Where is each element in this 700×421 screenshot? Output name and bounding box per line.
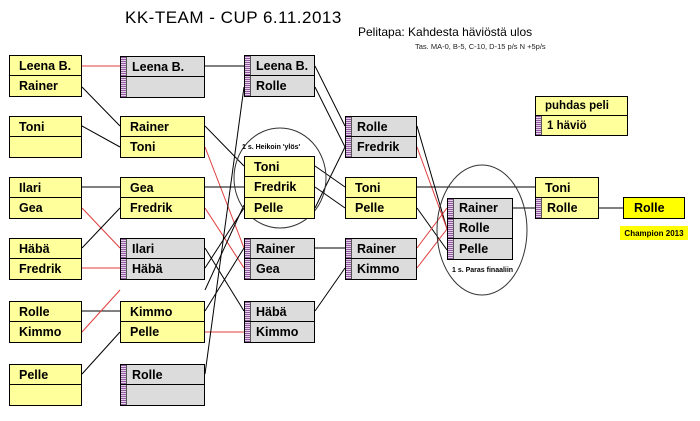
round3-match-2: Toni Fredrik Pelle bbox=[244, 156, 315, 219]
round3-match-1: Leena B. Rolle bbox=[244, 55, 315, 97]
round4-match-2: Toni Pelle bbox=[345, 177, 417, 219]
round2-match-2: Rainer Toni bbox=[120, 116, 205, 158]
player-slot: Fredrik bbox=[346, 137, 416, 157]
player-slot: Toni bbox=[346, 178, 416, 198]
page-title: KK-TEAM - CUP 6.11.2013 bbox=[125, 8, 342, 27]
player-slot: Fredrik bbox=[121, 198, 204, 218]
player-slot: Rolle bbox=[448, 218, 512, 239]
round1-match-6: Pelle bbox=[9, 364, 82, 406]
winner-connector bbox=[204, 86, 245, 375]
loser-connector bbox=[416, 228, 448, 269]
player-slot: Pelle bbox=[245, 197, 314, 218]
player-slot: Rolle bbox=[10, 302, 81, 322]
winner-connector bbox=[416, 207, 448, 251]
player-slot: Kimmo bbox=[10, 322, 81, 342]
player-slot bbox=[10, 137, 81, 157]
player-slot: Ilari bbox=[10, 178, 81, 198]
player-slot: Rolle bbox=[121, 365, 204, 385]
player-slot: Leena B. bbox=[10, 56, 81, 76]
player-slot: Rainer bbox=[346, 239, 416, 259]
player-slot bbox=[121, 385, 204, 405]
champion-caption: Champion 2013 bbox=[620, 226, 688, 240]
winner-connector bbox=[314, 186, 346, 209]
final-match: Toni Rolle bbox=[535, 177, 599, 219]
player-slot: Gea bbox=[121, 178, 204, 198]
player-slot bbox=[10, 385, 81, 405]
player-slot: Pelle bbox=[346, 198, 416, 218]
player-slot: Leena B. bbox=[245, 56, 314, 76]
player-slot: Häbä bbox=[10, 239, 81, 259]
lucky-loser-note: 1 s. Heikoin 'ylös' bbox=[242, 144, 301, 151]
player-slot: Gea bbox=[245, 259, 314, 279]
round4-match-1: Rolle Fredrik bbox=[345, 116, 417, 158]
game-type-label: Pelitapa: Kahdesta häviöstä ulos bbox=[358, 25, 533, 39]
loser-connector bbox=[416, 146, 448, 230]
loser-connector bbox=[416, 207, 448, 249]
round1-match-5: Rolle Kimmo bbox=[9, 301, 82, 343]
player-slot: Toni bbox=[536, 178, 598, 198]
round2-match-5: Kimmo Pelle bbox=[120, 301, 205, 343]
player-slot: Toni bbox=[10, 117, 81, 137]
player-slot: Ilari bbox=[121, 239, 204, 259]
player-slot: Fredrik bbox=[10, 259, 81, 279]
winner-connector bbox=[81, 207, 121, 249]
legend-one-loss: 1 häviö bbox=[536, 116, 627, 135]
winner-connector bbox=[204, 247, 245, 312]
round1-match-2: Toni bbox=[9, 116, 82, 158]
semifinal-match: Rainer Rolle Pelle bbox=[447, 198, 513, 260]
round3-match-3: Rainer Gea bbox=[244, 238, 315, 280]
player-slot: Häbä bbox=[121, 259, 204, 279]
winner-connector bbox=[314, 65, 346, 127]
round2-match-6: Rolle bbox=[120, 364, 205, 406]
player-slot bbox=[121, 77, 204, 97]
player-slot: Leena B. bbox=[121, 57, 204, 77]
player-slot: Rainer bbox=[448, 199, 512, 219]
player-slot: Pelle bbox=[121, 322, 204, 342]
winner-connector bbox=[416, 125, 448, 230]
player-slot: Häbä bbox=[245, 302, 314, 322]
loser-connector bbox=[204, 146, 245, 249]
player-slot: Rolle bbox=[536, 198, 598, 218]
player-slot: Kimmo bbox=[245, 322, 314, 342]
round4-match-3: Rainer Kimmo bbox=[345, 238, 417, 280]
winner-connector bbox=[81, 331, 121, 375]
winner-connector bbox=[314, 146, 346, 209]
player-slot: Toni bbox=[121, 137, 204, 157]
player-slot: Pelle bbox=[448, 238, 512, 259]
round2-match-1: Leena B. bbox=[120, 56, 205, 98]
player-slot: Kimmo bbox=[121, 302, 204, 322]
round3-match-4: Häbä Kimmo bbox=[244, 301, 315, 343]
player-slot: Rolle bbox=[346, 117, 416, 137]
player-slot: Toni bbox=[245, 157, 314, 178]
best-to-final-note: 1 s. Paras finaaliin bbox=[452, 267, 514, 274]
player-slot: Rolle bbox=[245, 76, 314, 96]
best-to-final-circle bbox=[436, 164, 528, 296]
winner-connector bbox=[81, 125, 121, 148]
winner-connector bbox=[314, 267, 346, 312]
round2-match-3: Gea Fredrik bbox=[120, 177, 205, 219]
round1-match-3: Ilari Gea bbox=[9, 177, 82, 219]
player-slot: Pelle bbox=[10, 365, 81, 385]
player-slot: Gea bbox=[10, 198, 81, 218]
legend: puhdas peli 1 häviö bbox=[535, 96, 628, 136]
champion-box: Rolle bbox=[623, 197, 685, 219]
player-slot: Rainer bbox=[245, 239, 314, 259]
round1-match-1: Leena B. Rainer bbox=[9, 55, 82, 97]
loser-connector bbox=[81, 289, 121, 333]
winner-connector bbox=[81, 86, 121, 127]
player-slot: Rainer bbox=[121, 117, 204, 137]
player-slot: Kimmo bbox=[346, 259, 416, 279]
winner-connector bbox=[204, 204, 245, 291]
legend-clean: puhdas peli bbox=[536, 97, 627, 116]
player-slot: Rainer bbox=[10, 76, 81, 96]
tiebreak-rules: Tas. MA-0, B-5, C-10, D-15 p/s N +5p/s bbox=[415, 42, 546, 51]
round1-match-4: Häbä Fredrik bbox=[9, 238, 82, 280]
lucky-loser-circle bbox=[233, 127, 327, 229]
winner-connector bbox=[314, 86, 346, 148]
round2-match-4: Ilari Häbä bbox=[120, 238, 205, 280]
player-slot: Fredrik bbox=[245, 177, 314, 198]
